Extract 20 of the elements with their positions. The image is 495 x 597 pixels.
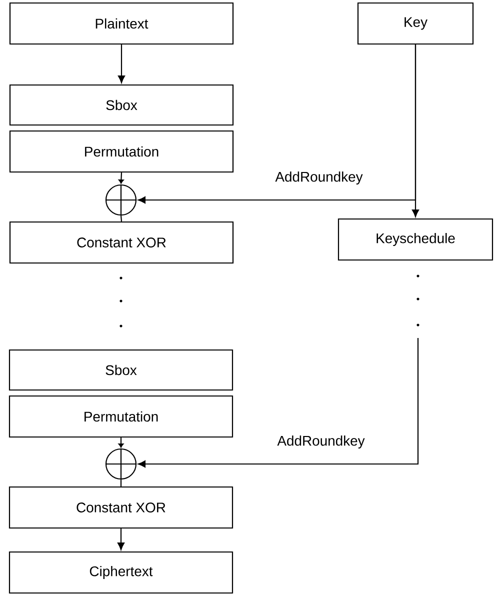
arrow [118,528,124,550]
process-box: Constant XOR [8,486,234,529]
process-box: Sbox [9,84,234,126]
xor-symbol [105,184,137,216]
process-box: Keyschedule [338,218,494,261]
process-box: Plaintext [9,2,234,45]
process-box: Sbox [8,349,234,391]
arrow [138,44,416,204]
process-box: Constant XOR [9,221,234,264]
process-box: Permutation [9,130,234,173]
arrow [118,438,124,448]
arrow [118,44,125,84]
process-box: Ciphertext [8,551,234,594]
edge-label: AddRoundkey [276,434,366,450]
process-box: Permutation [8,395,234,438]
xor-symbol [105,448,137,480]
arrow [118,172,124,184]
arrow [138,338,419,468]
process-box: Key [357,2,474,45]
edge-label: AddRoundkey [274,170,364,186]
